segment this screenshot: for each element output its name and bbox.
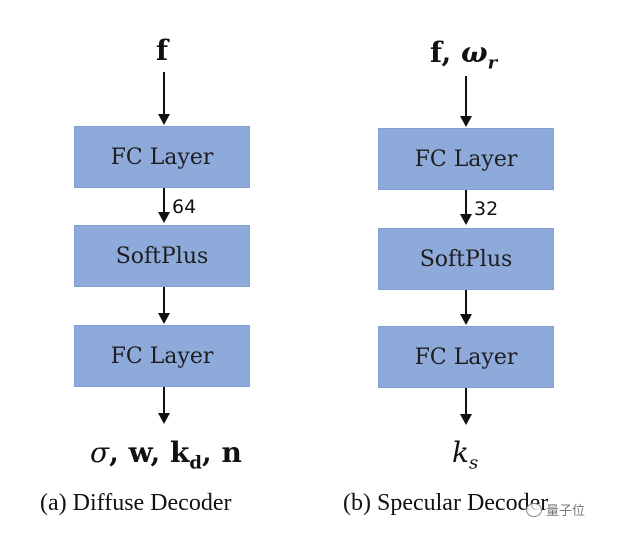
specular-input-comma: , <box>441 36 461 69</box>
diffuse-softplus-layer: SoftPlus <box>74 225 250 287</box>
diffuse-output-w: w <box>128 436 151 469</box>
specular-arrowhead-fc1-softplus <box>460 214 472 225</box>
diffuse-fc-layer-2: FC Layer <box>74 325 250 387</box>
diffuse-arrow-fc1-softplus <box>163 188 165 214</box>
specular-input-omega-subscript: r <box>487 52 498 74</box>
diffuse-output-comma-1: , <box>109 436 129 469</box>
diffuse-output-sigma: σ <box>90 436 110 469</box>
specular-input-f: f <box>430 36 442 69</box>
diffuse-output-label: σ, w, kd, n <box>90 436 242 474</box>
diffuse-arrow-output <box>163 387 165 415</box>
specular-arrowhead-softplus-fc2 <box>460 314 472 325</box>
diffuse-softplus-label: SoftPlus <box>115 243 209 269</box>
specular-output-label: ks <box>452 436 478 474</box>
specular-fc-layer-2: FC Layer <box>378 326 554 388</box>
diffuse-output-comma-3: , <box>201 436 222 469</box>
diffuse-arrowhead-softplus-fc2 <box>158 313 170 324</box>
specular-arrow-fc1-softplus <box>465 190 467 216</box>
diffuse-fc-layer-2-label: FC Layer <box>110 343 214 369</box>
specular-caption: (b) Specular Decoder <box>343 490 549 516</box>
specular-arrow-softplus-fc2 <box>465 290 467 316</box>
diffuse-fc-layer-1-label: FC Layer <box>110 144 214 170</box>
specular-softplus-layer: SoftPlus <box>378 228 554 290</box>
diffuse-output-comma-2: , <box>150 436 170 469</box>
diffuse-arrow-softplus-fc2 <box>163 287 165 315</box>
diffuse-arrowhead-output <box>158 413 170 424</box>
specular-input-omega: ω <box>460 36 488 69</box>
specular-arrowhead-output <box>460 414 472 425</box>
diffuse-dimension-label: 64 <box>172 196 197 218</box>
specular-fc-layer-1-label: FC Layer <box>414 146 518 172</box>
specular-output-k-subscript: s <box>468 452 479 474</box>
specular-arrow-output <box>465 388 467 416</box>
specular-arrowhead-input <box>460 116 472 127</box>
watermark-text: 量子位 <box>546 504 586 519</box>
diffuse-caption: (a) Diffuse Decoder <box>40 490 232 516</box>
specular-output-k: k <box>452 436 469 469</box>
specular-input-label: f, ωr <box>430 36 497 74</box>
diffuse-output-k-subscript: d <box>189 452 202 474</box>
watermark: 量子位 <box>526 500 585 519</box>
specular-fc-layer-1: FC Layer <box>378 128 554 190</box>
diffuse-arrow-input <box>163 72 165 116</box>
diffuse-output-k: k <box>169 436 190 469</box>
diffuse-arrowhead-input <box>158 114 170 125</box>
specular-fc-layer-2-label: FC Layer <box>414 344 518 370</box>
specular-arrow-input <box>465 76 467 118</box>
diffuse-arrowhead-fc1-softplus <box>158 212 170 223</box>
diffuse-input-label: f <box>156 34 169 67</box>
diffuse-fc-layer-1: FC Layer <box>74 126 250 188</box>
specular-softplus-label: SoftPlus <box>419 246 513 272</box>
wechat-logo-icon <box>526 502 542 517</box>
specular-dimension-label: 32 <box>474 198 499 220</box>
diffuse-output-n: n <box>221 436 242 469</box>
